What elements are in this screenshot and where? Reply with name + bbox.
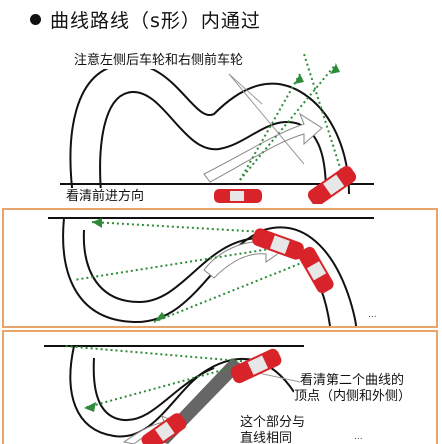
red-car-icon [298,246,334,294]
sight-line [91,221,265,233]
driving-path-arrow [203,112,323,183]
callout-direction: 看清前进方向 [66,188,145,204]
bullet-dot-icon [30,14,41,25]
red-car-icon [141,413,187,444]
sight-line [83,361,253,409]
road-inner-edge [92,357,215,422]
page-title: 曲线路线（s形）内通过 [50,10,261,32]
corner-mark: ... [354,432,363,442]
panel-top-diagram: 注意左侧后车轮和右侧前车轮 看清前进方向 [2,34,438,206]
red-car-icon [307,166,357,204]
callout-apex-line1: 看清第二个曲线的 [300,372,405,389]
sight-arrow-head-icon [84,402,96,412]
sight-arrow-head-icon [330,64,340,74]
s-curve-diagram-3 [44,345,304,444]
panel-middle-diagram: ... [2,208,438,328]
callout-wheels: 注意左侧后车轮和右侧前车轮 [74,52,244,69]
sight-arrow-head-icon [92,218,102,228]
callout-straight-line1: 这个部分与 [240,414,306,431]
sight-arrow-head-icon [154,312,166,322]
sight-line [73,247,277,281]
panel-bottom-diagram: 看清第二个曲线的 顶点（内侧和外侧） 这个部分与 直线相同 ... [2,330,438,444]
callout-pointer [228,73,305,165]
red-car-icon [214,189,262,203]
sight-line [303,53,345,181]
red-car-icon [230,348,282,384]
callout-apex-line2: 顶点（内侧和外侧） [294,388,412,405]
sight-line [239,73,301,181]
sight-line [153,261,305,323]
sight-line [63,345,253,363]
callout-pointer [253,371,301,383]
corner-mark: ... [368,310,377,320]
s-curve-diagram-1 [60,53,374,204]
sight-arrow-head-icon [294,74,304,84]
sight-line [239,63,337,181]
callout-straight-line2: 直线相同 [240,430,293,444]
s-curve-diagram-2 [48,217,374,326]
callout-pointer [228,73,263,105]
red-car-icon [252,228,304,260]
header: 曲线路线（s形）内通过 [0,0,442,34]
